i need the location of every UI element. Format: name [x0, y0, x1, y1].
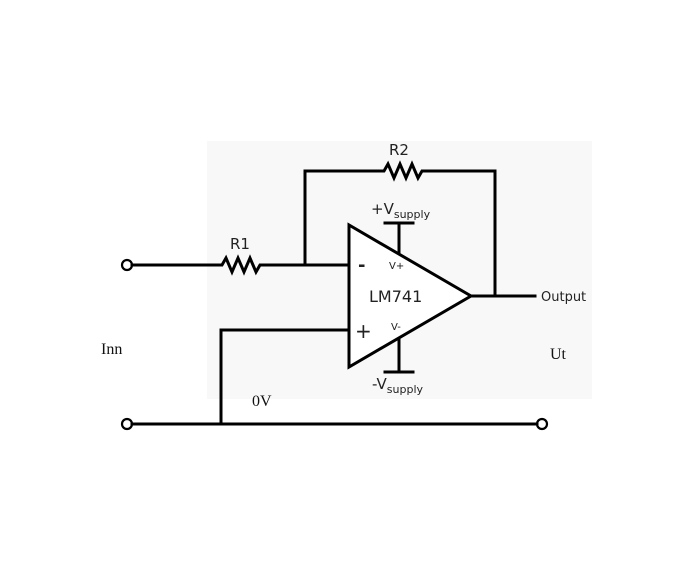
noninverting-sign: + — [355, 319, 372, 343]
vsupply-negative-prefix: -V — [372, 375, 388, 393]
ground-label: 0V — [252, 393, 272, 410]
opamp-triangle — [347, 222, 474, 370]
vsupply-negative-subscript: supply — [387, 383, 424, 396]
opamp-label: LM741 — [369, 287, 422, 306]
vsupply-positive-subscript: supply — [394, 208, 431, 221]
r1-label: R1 — [230, 235, 250, 253]
vplus-pin-label: V+ — [389, 261, 404, 272]
ground-terminal-left[interactable] — [120, 417, 134, 431]
r1-resistor — [203, 254, 307, 276]
r2-label: R2 — [389, 141, 409, 159]
output-side-label: Ut — [550, 346, 567, 363]
ground-terminal-right[interactable] — [535, 417, 549, 431]
input-side-label: Inn — [101, 341, 122, 358]
output-label: Output — [541, 290, 586, 305]
vminus-pin-label: V- — [391, 322, 401, 333]
noninverting-ground-wire — [219, 328, 351, 426]
vsupply-positive-prefix: +V — [371, 200, 395, 218]
inverting-sign: - — [358, 255, 365, 276]
vsupply-positive-label: +Vsupply — [371, 200, 431, 221]
r2-feedback-resistor — [303, 160, 497, 298]
vsupply-negative-label: -Vsupply — [372, 375, 424, 396]
